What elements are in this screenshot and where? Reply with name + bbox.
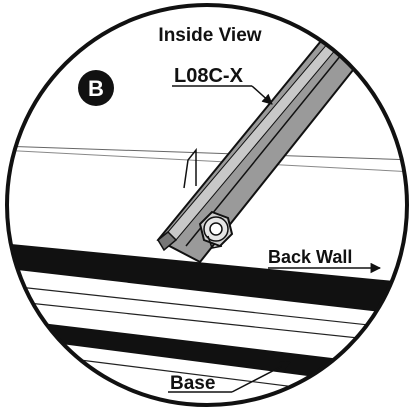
base-label: Base	[170, 373, 215, 394]
base-leader-line	[231, 361, 291, 393]
view-title: Inside View	[158, 25, 261, 46]
wall-line-thin-2	[7, 149, 407, 173]
part-number-label: L08C-X	[174, 65, 244, 87]
detail-circle-border	[5, 3, 409, 407]
angle-bracket	[156, 28, 367, 264]
base-line-thin-2	[7, 299, 407, 345]
detail-badge-letter: B	[88, 76, 104, 101]
back-wall-band	[7, 243, 407, 316]
detail-contents	[7, 28, 407, 403]
base-band	[7, 318, 407, 390]
base-line-thin-1	[7, 284, 407, 331]
wall-line-thin-1	[7, 145, 407, 161]
back-wall-label: Back Wall	[268, 247, 352, 267]
wall-tab	[183, 147, 197, 189]
circle-letter-badge-icon	[78, 70, 114, 106]
hex-nut	[198, 210, 234, 249]
part-leader-line	[251, 85, 273, 105]
